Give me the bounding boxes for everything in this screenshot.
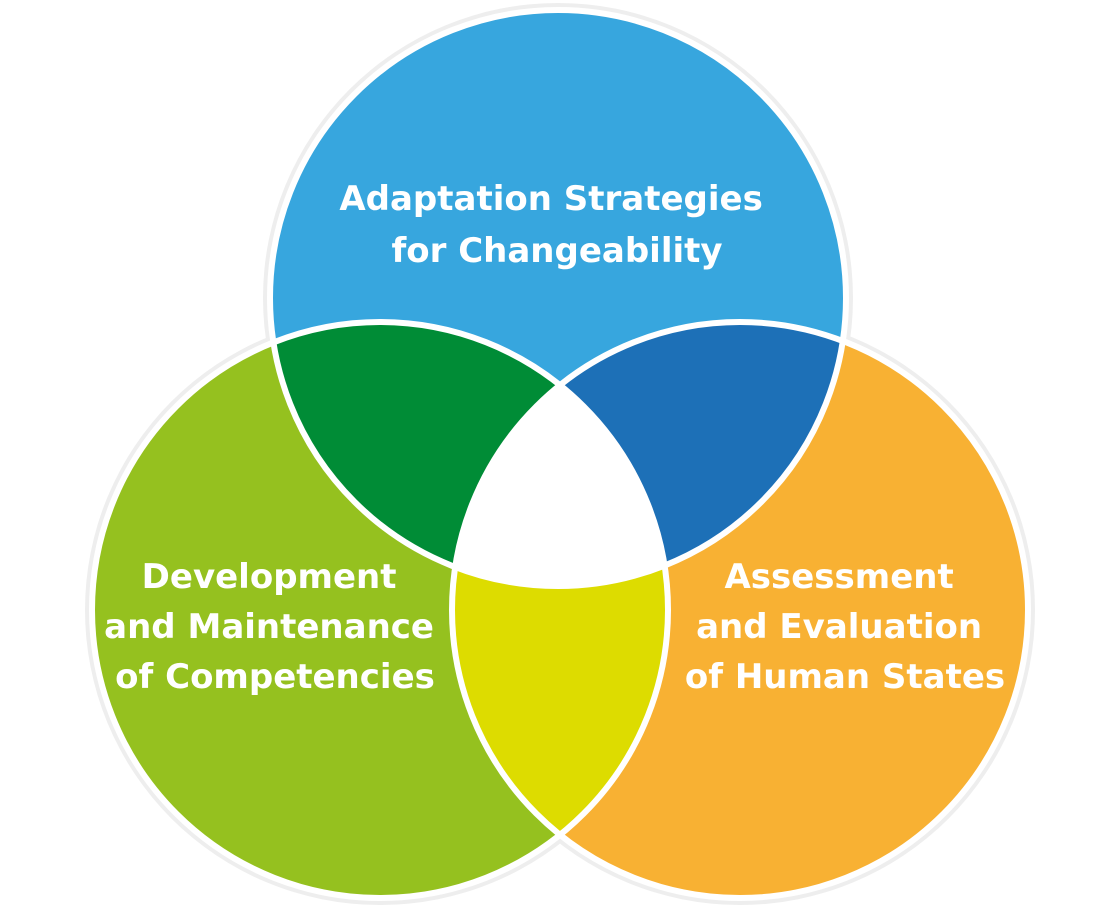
outline-left [89, 319, 671, 901]
label-top-line-2: for Changeability [391, 231, 722, 271]
label-left-line-2: and Maintenance [104, 607, 434, 647]
label-top-line-1: Adaptation Strategies [339, 179, 763, 219]
label-right-line-1: Assessment [724, 557, 953, 597]
center-region-outer [452, 322, 668, 586]
label-left-line-1: Development [142, 557, 397, 597]
center-region-inner [452, 322, 668, 586]
outline-top [267, 7, 849, 589]
center-overlap [452, 322, 668, 586]
label-assessment-evaluation: Assessment and Evaluation of Human State… [685, 557, 1005, 697]
label-right-line-3: of Human States [685, 657, 1005, 697]
label-right-line-2: and Evaluation [696, 607, 982, 647]
label-development-maintenance: Development and Maintenance of Competenc… [104, 557, 446, 697]
label-left-line-3: of Competencies [115, 657, 435, 697]
label-adaptation-strategies: Adaptation Strategies for Changeability [339, 179, 774, 271]
outlines [89, 7, 1031, 901]
outline-right [449, 319, 1031, 901]
